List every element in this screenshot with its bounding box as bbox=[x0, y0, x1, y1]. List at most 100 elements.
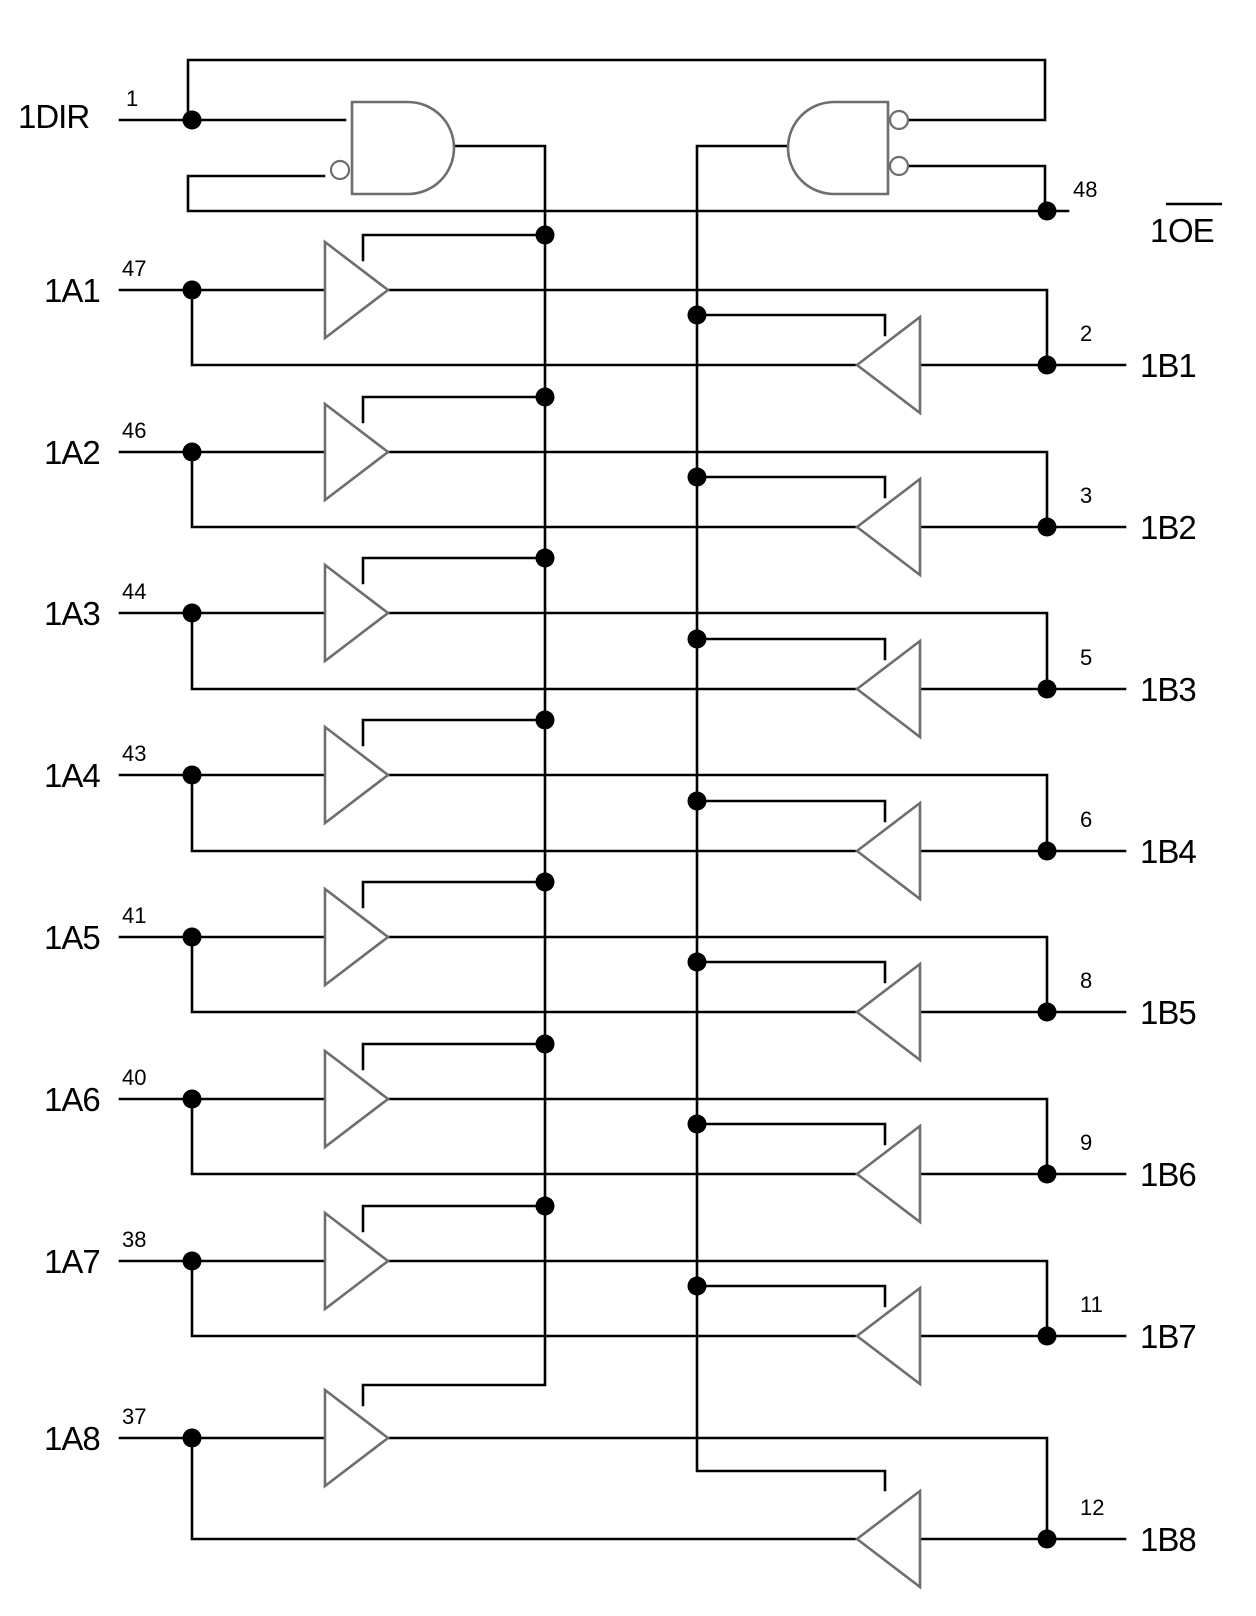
inverter-bubble bbox=[888, 109, 910, 131]
signal-label: 1A5 bbox=[44, 919, 100, 956]
signal-label: 1B8 bbox=[1140, 1521, 1196, 1558]
a-to-b-wire bbox=[386, 1097, 1049, 1176]
b-to-a-wire bbox=[190, 1436, 859, 1541]
junction-dot bbox=[1037, 841, 1057, 861]
pin-number: 48 bbox=[1073, 177, 1097, 202]
junction-dot bbox=[182, 280, 202, 300]
signal-label: 1A2 bbox=[44, 434, 100, 471]
a-to-b-wire bbox=[386, 773, 1049, 853]
enable-tap-a bbox=[361, 233, 547, 262]
pin-number: 44 bbox=[122, 579, 146, 604]
junction-dot bbox=[535, 1034, 555, 1054]
signal-label: 1B4 bbox=[1140, 833, 1196, 870]
channel-7 bbox=[118, 1196, 1127, 1387]
pin-number: 46 bbox=[122, 418, 146, 443]
a-to-b-wire bbox=[386, 935, 1049, 1014]
junction-dot bbox=[1037, 1529, 1057, 1549]
buffer-a-to-b-icon bbox=[323, 239, 391, 341]
signal-label: 1B7 bbox=[1140, 1318, 1196, 1355]
pin-number: 11 bbox=[1080, 1292, 1103, 1317]
junction-dot bbox=[535, 710, 555, 730]
signal-label-prefix: 1 bbox=[1150, 212, 1167, 249]
junction-dot bbox=[182, 110, 202, 130]
buffer-b-to-a-icon bbox=[854, 476, 922, 578]
junction-dot bbox=[1037, 201, 1057, 221]
buffer-b-to-a-icon bbox=[854, 1123, 922, 1225]
junction-dot bbox=[535, 872, 555, 892]
pin-number: 3 bbox=[1080, 483, 1092, 508]
b-to-a-wire bbox=[190, 611, 859, 691]
buffer-b-to-a-icon bbox=[854, 800, 922, 902]
enable-tap-a bbox=[361, 1042, 547, 1071]
label-1oe: 1 OE 48 bbox=[1073, 177, 1222, 249]
buffer-a-to-b-icon bbox=[323, 562, 391, 664]
signal-label: 1B2 bbox=[1140, 509, 1196, 546]
buffer-a-to-b-icon bbox=[323, 1387, 391, 1489]
buffer-a-to-b-icon bbox=[323, 886, 391, 988]
a-to-b-wire bbox=[386, 288, 1049, 367]
junction-dot bbox=[1037, 1002, 1057, 1022]
a-to-b-wire bbox=[386, 1436, 1049, 1541]
channel-4 bbox=[118, 710, 1127, 902]
and-gate-a-to-b bbox=[329, 100, 456, 196]
b-to-a-wire bbox=[190, 450, 859, 529]
junction-dot bbox=[535, 548, 555, 568]
enable-tap-b bbox=[695, 475, 887, 499]
enable-tap-b bbox=[695, 313, 887, 337]
junction-dot bbox=[182, 927, 202, 947]
pin-number: 1 bbox=[126, 86, 138, 111]
signal-label: 1A7 bbox=[44, 1243, 100, 1280]
enable-tap-a bbox=[361, 1204, 547, 1233]
junction-dot bbox=[1037, 679, 1057, 699]
junction-dot bbox=[687, 305, 707, 325]
signal-label: 1A4 bbox=[44, 757, 100, 794]
signal-label-overbar: OE bbox=[1168, 212, 1214, 249]
junction-dot bbox=[687, 952, 707, 972]
buffer-a-to-b-icon bbox=[323, 724, 391, 826]
junction-dot bbox=[687, 1114, 707, 1134]
pin-number: 37 bbox=[122, 1404, 146, 1429]
junction-dot bbox=[687, 629, 707, 649]
pin-number: 41 bbox=[122, 903, 146, 928]
junction-dot bbox=[182, 442, 202, 462]
enable-tap-b bbox=[695, 1122, 887, 1146]
and-gate-b-to-a bbox=[786, 100, 910, 196]
junction-dot bbox=[535, 1196, 555, 1216]
b-to-a-wire bbox=[190, 773, 859, 853]
enable-tap-b bbox=[695, 1284, 887, 1308]
b-to-a-wire bbox=[190, 935, 859, 1014]
enable-tap-a bbox=[361, 880, 547, 909]
channel-3 bbox=[118, 548, 1127, 740]
junction-dot bbox=[182, 1251, 202, 1271]
pin-number: 8 bbox=[1080, 968, 1092, 993]
pin-number: 9 bbox=[1080, 1130, 1092, 1155]
channel-5 bbox=[118, 872, 1127, 1063]
junction-dot bbox=[1037, 517, 1057, 537]
junction-dot bbox=[182, 1089, 202, 1109]
pin-number: 2 bbox=[1080, 321, 1092, 346]
junction-dot bbox=[1037, 1164, 1057, 1184]
buffer-b-to-a-icon bbox=[854, 314, 922, 416]
junction-dot bbox=[182, 1428, 202, 1448]
a-to-b-wire bbox=[386, 450, 1049, 529]
pin-number: 38 bbox=[122, 1227, 146, 1252]
buffer-b-to-a-icon bbox=[854, 1488, 922, 1590]
signal-label: 1B6 bbox=[1140, 1156, 1196, 1193]
pin-number: 47 bbox=[122, 256, 146, 281]
junction-dot bbox=[182, 603, 202, 623]
junction-dot bbox=[1037, 1326, 1057, 1346]
control-wiring bbox=[118, 58, 1070, 1492]
buffer-b-to-a-icon bbox=[854, 1285, 922, 1387]
inverter-bubble bbox=[888, 155, 910, 177]
a-to-b-wire bbox=[386, 611, 1049, 691]
signal-label: 1B5 bbox=[1140, 994, 1196, 1031]
buffer-a-to-b-icon bbox=[323, 1210, 391, 1312]
buffer-a-to-b-icon bbox=[323, 401, 391, 503]
enable-tap-a bbox=[361, 395, 547, 424]
b-to-a-wire bbox=[190, 1097, 859, 1176]
pin-number: 5 bbox=[1080, 645, 1092, 670]
inverter-bubble bbox=[329, 159, 351, 181]
